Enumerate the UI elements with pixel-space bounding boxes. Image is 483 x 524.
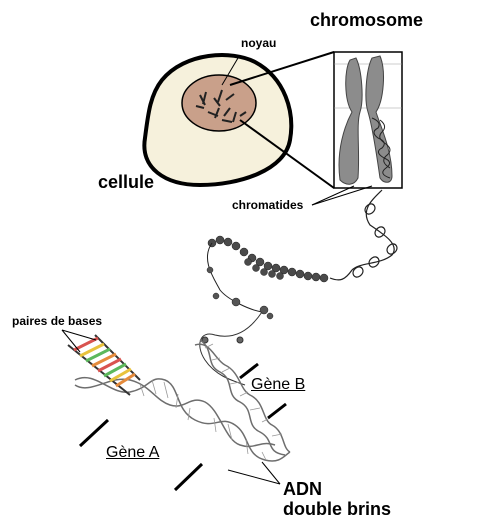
gene-a-marker-right: [173, 462, 204, 492]
gene-b-marker-top: [239, 362, 259, 380]
bases-pointer-2: [61, 329, 97, 341]
dna-helix-a: [74, 377, 291, 462]
adn-pointer-1: [227, 469, 281, 485]
chromosome-coils: [371, 117, 391, 179]
chromatides-pointer-1: [311, 185, 355, 206]
chromatin-fiber: [329, 189, 398, 281]
chromatides-label: chromatides: [232, 198, 304, 212]
adn-label: ADN: [283, 479, 322, 499]
bases-pointer-1: [61, 329, 81, 353]
nucleus: [181, 74, 257, 132]
gene-a-label: Gène A: [106, 444, 160, 461]
zoom-line-bottom: [239, 119, 335, 189]
chromatides-pointer-2: [311, 185, 373, 206]
base-pair-ladder: [67, 334, 141, 396]
gene-b-label: Gène B: [251, 376, 306, 393]
paires-de-bases-label: paires de bases: [12, 314, 103, 328]
dna-helix-b: [194, 339, 291, 456]
solenoid-fiber: [206, 235, 329, 320]
chromosome-box: [333, 51, 403, 189]
double-brins-label: double brins: [283, 499, 391, 519]
nucleus-chromosomes: [195, 89, 247, 123]
noyau-label: noyau: [241, 36, 277, 50]
zoom-line-top: [229, 51, 335, 86]
gene-a-marker-left: [78, 418, 110, 448]
adn-pointer-2: [261, 461, 281, 485]
gene-b-marker-bottom: [267, 402, 287, 420]
cellule-label: cellule: [98, 172, 155, 192]
chromosome-label: chromosome: [310, 10, 424, 30]
noyau-pointer: [221, 57, 239, 86]
